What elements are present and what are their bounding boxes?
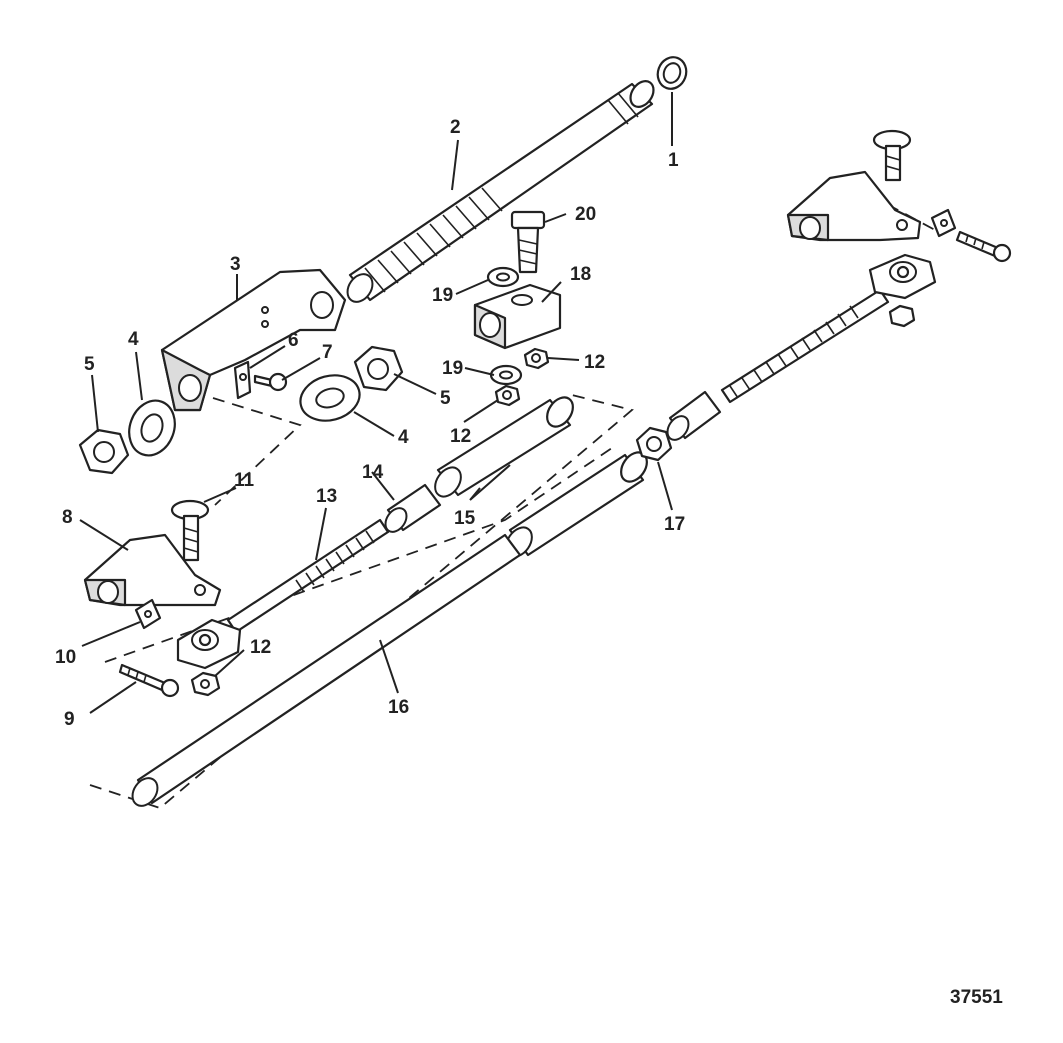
locking-clip [233, 360, 252, 400]
locknut-clamp-right [523, 347, 550, 370]
figure-id: 37551 [950, 987, 1003, 1008]
washer-upper [486, 266, 520, 288]
callout-10: 10 [55, 647, 76, 668]
spacer-right [666, 390, 722, 441]
locknut-rod-left [190, 671, 221, 697]
callout-19-lower: 19 [442, 358, 463, 379]
square-washer [134, 598, 162, 630]
mounting-screw-right [955, 230, 1012, 263]
callout-15: 15 [454, 508, 476, 529]
callout-19-upper: 19 [432, 285, 453, 306]
callout-leaders [79, 92, 673, 714]
flat-washer-right [299, 374, 361, 422]
callout-16: 16 [388, 697, 409, 718]
tie-rod-left [176, 518, 390, 670]
hex-nut-rod [635, 426, 673, 462]
callout-5-left: 5 [84, 354, 95, 375]
callout-6: 6 [288, 330, 299, 351]
long-tube [131, 533, 522, 807]
square-washer-right [930, 208, 957, 238]
callout-7: 7 [322, 342, 333, 363]
callout-18: 18 [570, 264, 591, 285]
washer-lower [489, 364, 523, 386]
callout-12-center: 12 [450, 426, 471, 447]
threaded-tube [346, 80, 655, 303]
small-screw [253, 372, 288, 392]
o-ring [656, 56, 688, 90]
callout-13: 13 [316, 486, 337, 507]
callout-5-right: 5 [440, 388, 451, 409]
mounting-bracket [160, 268, 347, 412]
callout-9: 9 [64, 709, 75, 730]
flange-bolt [170, 499, 210, 562]
callout-1: 1 [668, 150, 679, 171]
callout-12-left: 12 [250, 637, 271, 658]
clevis-mount-right [786, 170, 922, 242]
callout-11: 11 [234, 470, 255, 491]
callout-3: 3 [230, 254, 241, 275]
callout-labels: 1 2 20 3 18 19 4 6 7 5 5 19 12 12 4 12 1… [55, 117, 1003, 1008]
clamp-block [473, 283, 562, 350]
hex-nut-right [353, 345, 404, 392]
clevis-mount-left [83, 533, 222, 607]
callout-4-right: 4 [398, 427, 409, 448]
callout-12-right: 12 [584, 352, 605, 373]
callout-14: 14 [362, 462, 384, 483]
callout-17: 17 [664, 514, 685, 535]
locknut-clamp-lower [494, 384, 521, 407]
clamp-bolt [510, 210, 546, 274]
callout-20: 20 [575, 204, 596, 225]
flat-washer-left [128, 399, 176, 457]
mounting-screw [118, 663, 180, 698]
callout-8: 8 [62, 507, 73, 528]
assembly-guide-lines [89, 194, 936, 810]
callout-2: 2 [450, 117, 461, 138]
sleeve-upper [434, 396, 574, 498]
hex-nut-left [78, 428, 130, 475]
flange-bolt-right [872, 129, 912, 182]
callout-4-left: 4 [128, 329, 139, 350]
sleeve-lower [505, 451, 648, 558]
tie-rod-right [720, 253, 937, 404]
spacer [384, 483, 442, 533]
